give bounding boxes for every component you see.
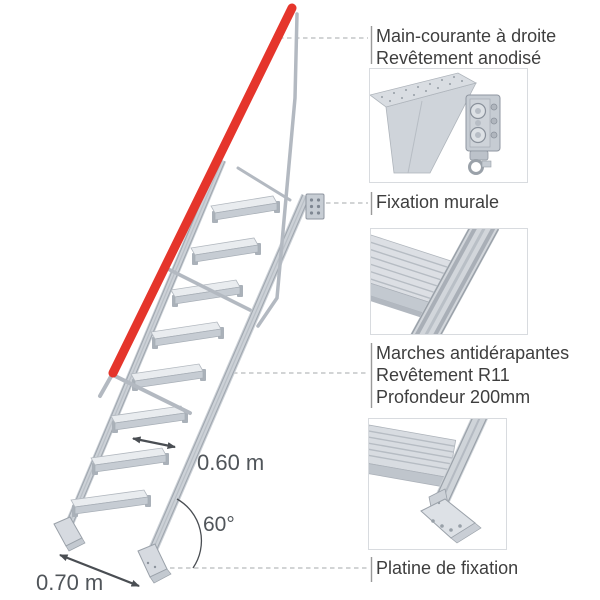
callout-handrail-line2: Revêtement anodisé bbox=[376, 48, 542, 68]
callout-handrail-line1: Main-courante à droite bbox=[376, 26, 557, 46]
wall-mount-bracket-photo bbox=[369, 68, 528, 183]
callout-base-plate-line1: Platine de fixation bbox=[376, 558, 519, 578]
callout-wall-mount: Fixation murale bbox=[376, 191, 499, 213]
angle-arc bbox=[176, 498, 203, 569]
base-plate-photo bbox=[368, 418, 507, 550]
callout-handrail: Main-courante à droite Revêtement anodis… bbox=[376, 25, 556, 69]
anti-slip-step-photo-art bbox=[371, 229, 500, 334]
stringer-back bbox=[61, 158, 227, 534]
base-plate-photo-art bbox=[369, 419, 488, 544]
tread bbox=[70, 489, 151, 517]
callout-steps: Marches antidérapantes Revêtement R11 Pr… bbox=[376, 342, 569, 408]
wall-mount-bracket-photo-art bbox=[370, 72, 501, 175]
dimension-label-base-depth: 0.70 m bbox=[36, 570, 103, 595]
tread bbox=[130, 363, 206, 391]
tread bbox=[210, 195, 280, 223]
wall-mount-bracket bbox=[305, 193, 325, 220]
tread bbox=[90, 447, 169, 475]
callout-steps-line1: Marches antidérapantes bbox=[376, 343, 570, 363]
dimension-arrow-base-depth bbox=[59, 553, 140, 588]
tread bbox=[190, 237, 261, 265]
dimension-label-angle: 60° bbox=[203, 513, 235, 536]
tread bbox=[110, 405, 188, 433]
tread bbox=[150, 321, 224, 349]
callout-steps-line3: Profondeur 200mm bbox=[376, 387, 531, 407]
callout-base-plate: Platine de fixation bbox=[376, 557, 518, 579]
callout-wall-mount-line1: Fixation murale bbox=[376, 192, 500, 212]
callout-steps-line2: Revêtement R11 bbox=[376, 365, 510, 385]
dimension-label-step-width: 0.60 m bbox=[197, 450, 264, 475]
base-plate-front bbox=[137, 543, 172, 584]
handrail-red-tube bbox=[108, 3, 297, 378]
treads bbox=[70, 195, 280, 517]
anti-slip-step-photo bbox=[370, 228, 528, 335]
base-plate-back bbox=[53, 516, 86, 552]
dimension-arrow-step-width bbox=[132, 436, 176, 449]
